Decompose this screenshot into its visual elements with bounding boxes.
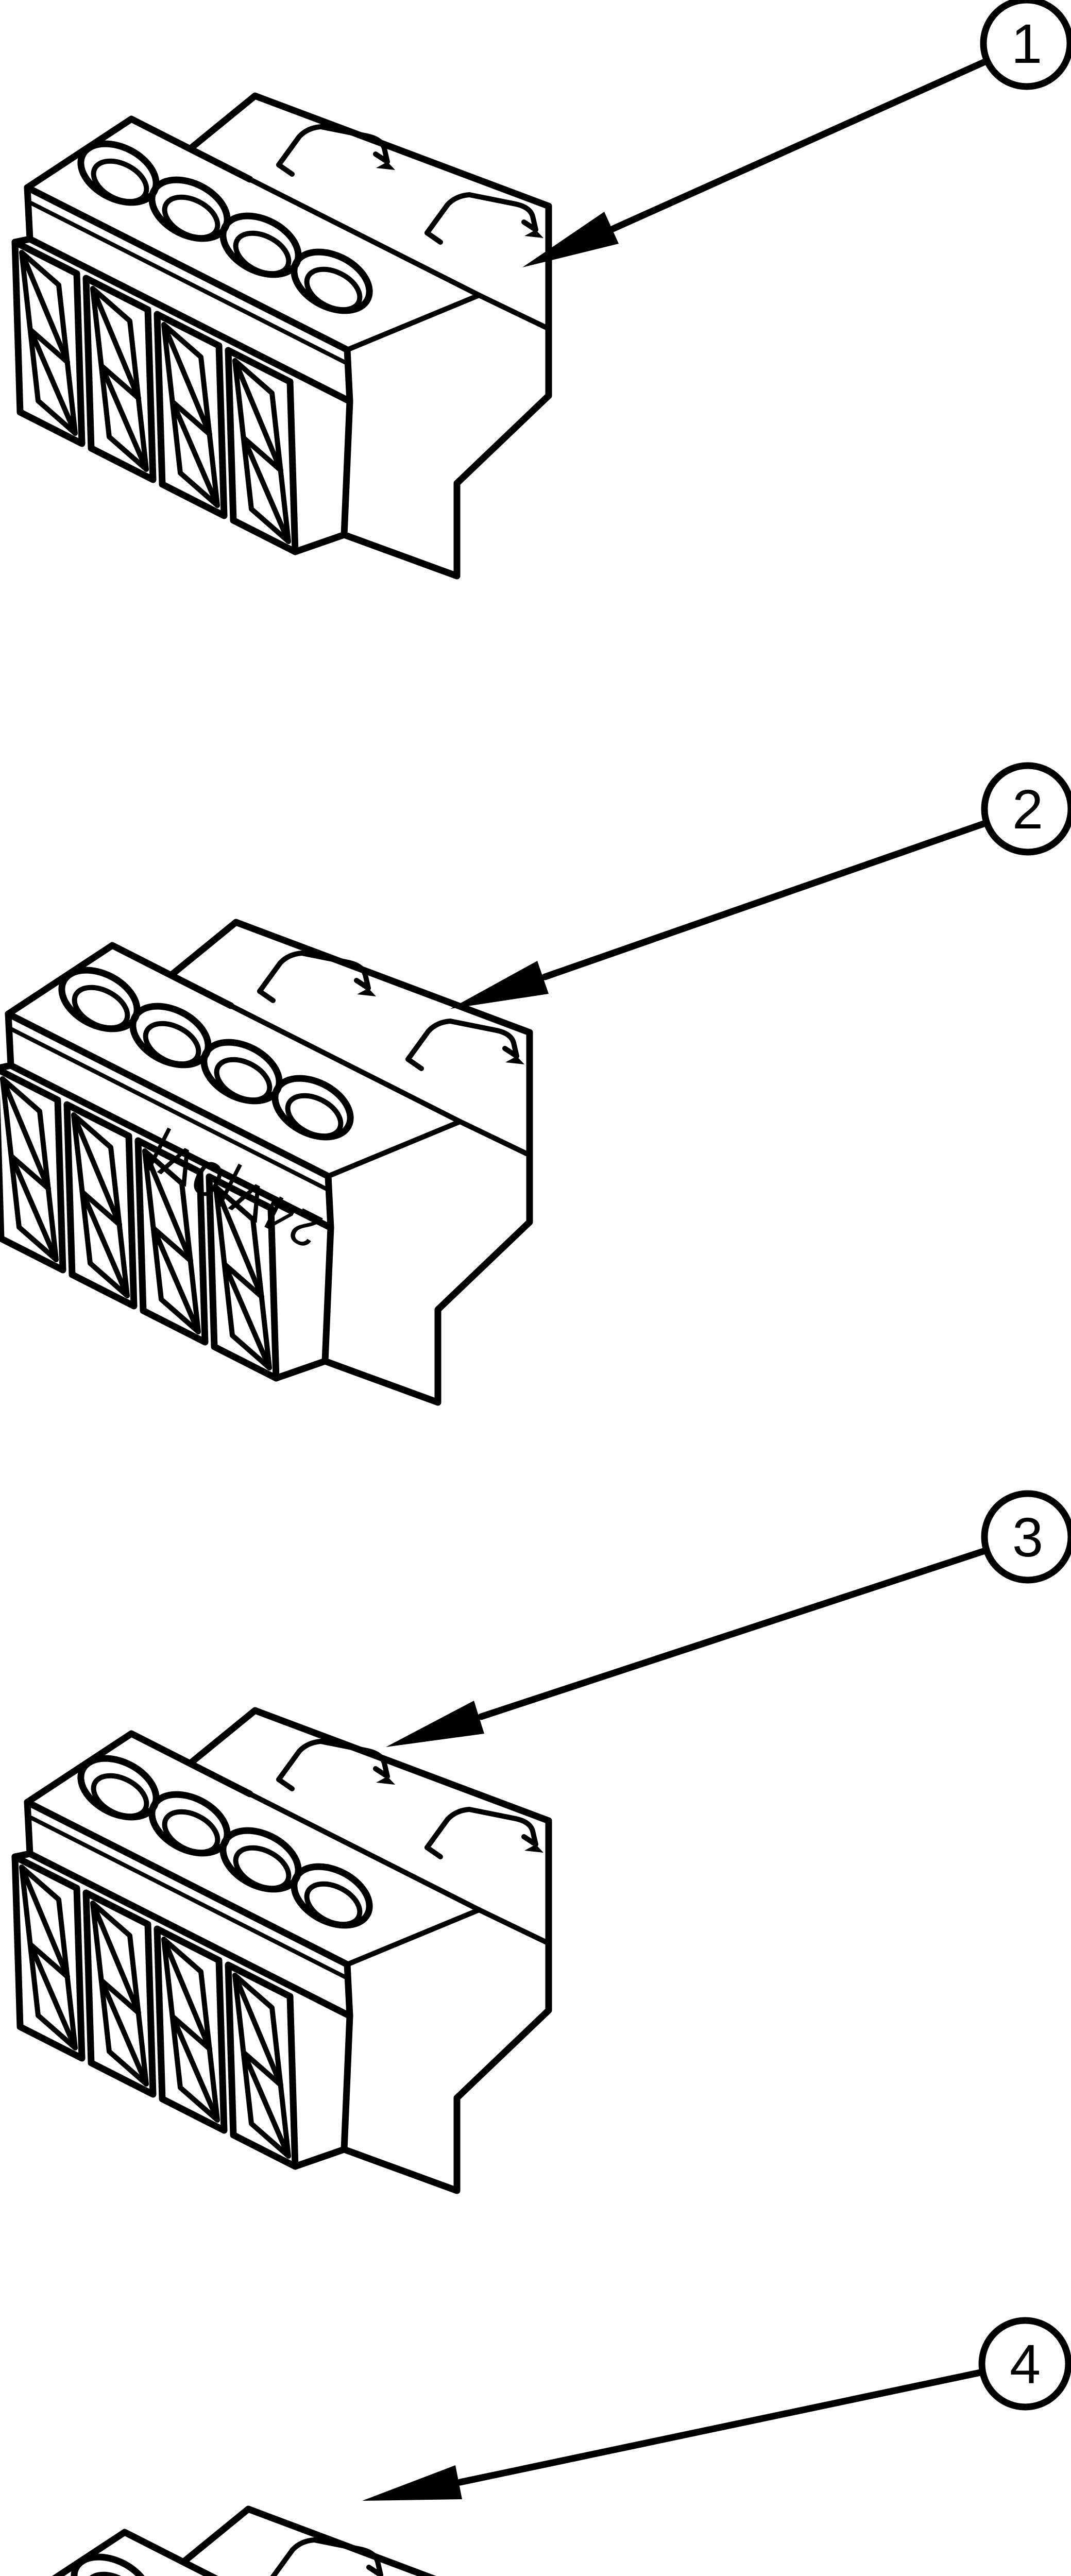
figure-item-2: 24V|0V| 2	[0, 762, 1071, 1402]
callout-circle-2	[981, 762, 1071, 856]
figure-item-4: 4	[8, 2317, 1071, 2576]
callout-number-2: 2	[1012, 778, 1043, 840]
callout-number-1: 1	[1011, 12, 1042, 75]
leader-line-4	[456, 2368, 987, 2486]
leader-arrowhead-icon-2	[450, 961, 549, 1009]
terminal-block-drawing-2: 24V|0V|	[0, 922, 530, 1402]
callout-circle-3	[981, 1490, 1071, 1584]
callout-number-3: 3	[1012, 1506, 1043, 1568]
terminal-block-drawing-4	[8, 2509, 542, 2576]
leader-line-1	[609, 57, 991, 232]
leader-arrowhead-icon-4	[362, 2465, 462, 2501]
terminal-block-drawing-3	[15, 1710, 549, 2191]
callout-circle-1	[980, 0, 1071, 90]
leader-arrowhead-icon-3	[386, 1701, 484, 1747]
terminal-block-drawing-1	[15, 96, 549, 576]
leader-line-3	[478, 1547, 990, 1720]
callout-number-4: 4	[1010, 2333, 1041, 2395]
figure-item-1: 1	[15, 0, 1071, 576]
figure-item-3: 3	[15, 1490, 1071, 2191]
leader-line-2	[541, 819, 990, 980]
callout-circle-4	[978, 2317, 1071, 2411]
leader-arrowhead-icon-1	[522, 212, 619, 267]
